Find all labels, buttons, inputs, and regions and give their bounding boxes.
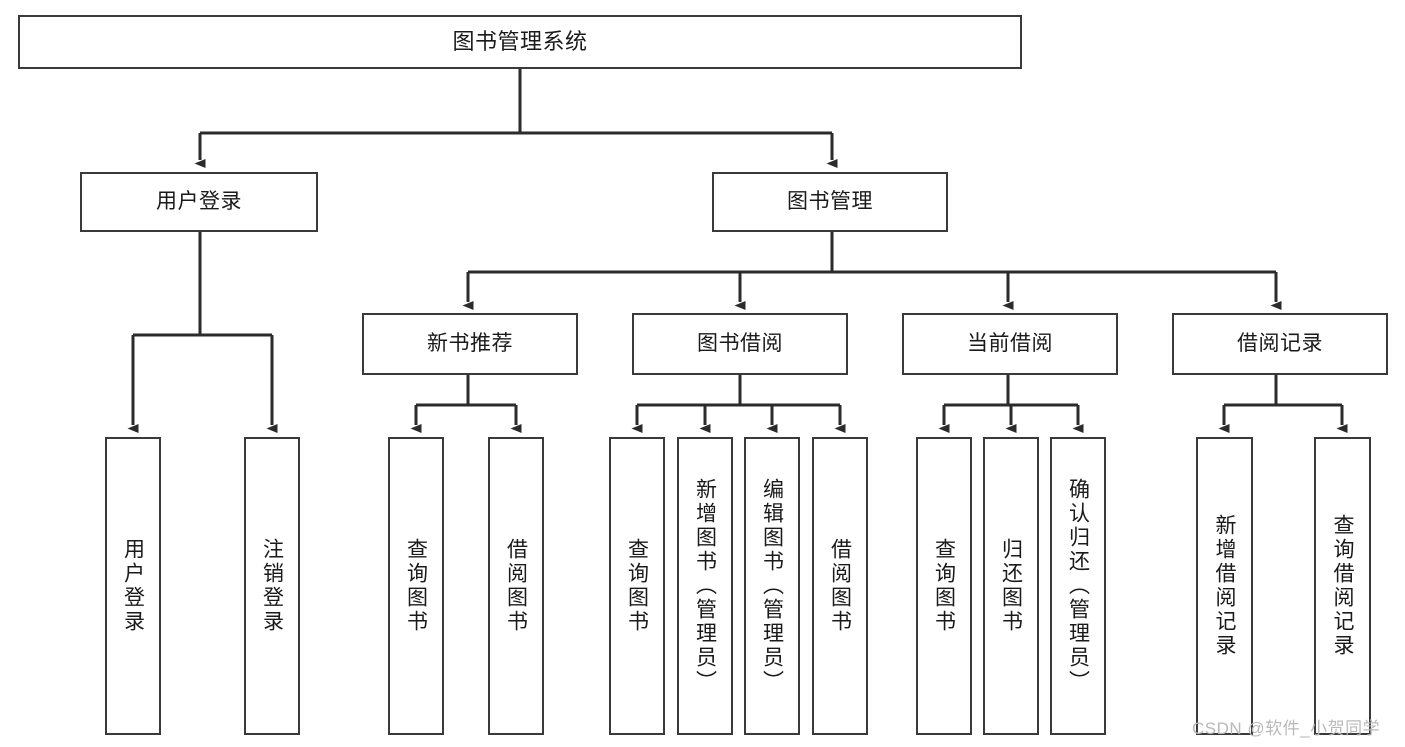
leaf-borrow-add-book-admin[interactable]: 新增图书（管理员） [677, 437, 733, 735]
leaf-new-borrow-book[interactable]: 借阅图书 [488, 437, 544, 735]
leaf-borrow-add-book-admin-label: 新增图书（管理员） [693, 478, 717, 694]
node-current-borrow-label: 当前借阅 [967, 331, 1053, 355]
node-borrow-record-label: 借阅记录 [1237, 331, 1323, 355]
leaf-borrow-edit-book-admin-label: 编辑图书（管理员） [760, 478, 784, 694]
leaf-current-confirm-return-admin-label: 确认归还（管理员） [1066, 478, 1090, 694]
leaf-borrow-edit-book-admin[interactable]: 编辑图书（管理员） [744, 437, 800, 735]
leaf-current-confirm-return-admin[interactable]: 确认归还（管理员） [1050, 437, 1106, 735]
leaf-user-logout[interactable]: 注销登录 [244, 437, 300, 735]
leaf-new-query-book-label: 查询图书 [404, 538, 428, 634]
leaf-current-query-book[interactable]: 查询图书 [916, 437, 972, 735]
leaf-record-add-record[interactable]: 新增借阅记录 [1196, 437, 1253, 735]
node-new-book-recommend[interactable]: 新书推荐 [362, 313, 578, 375]
node-user-login-label: 用户登录 [156, 189, 242, 213]
leaf-new-query-book[interactable]: 查询图书 [388, 437, 444, 735]
leaf-user-logout-label: 注销登录 [260, 538, 284, 634]
leaf-borrow-query-book-label: 查询图书 [625, 538, 649, 634]
node-book-management[interactable]: 图书管理 [712, 172, 948, 232]
node-new-book-recommend-label: 新书推荐 [427, 331, 513, 355]
leaf-record-query-record-label: 查询借阅记录 [1331, 514, 1354, 658]
leaf-record-add-record-label: 新增借阅记录 [1213, 514, 1236, 658]
node-book-borrow[interactable]: 图书借阅 [632, 313, 848, 375]
leaf-current-query-book-label: 查询图书 [932, 538, 956, 634]
node-root-label: 图书管理系统 [452, 29, 588, 55]
node-book-management-label: 图书管理 [787, 189, 873, 213]
csdn-watermark: CSDN @软件_小贺同学 [1192, 719, 1381, 738]
leaf-borrow-query-book[interactable]: 查询图书 [609, 437, 665, 735]
leaf-user-login[interactable]: 用户登录 [105, 437, 161, 735]
node-root[interactable]: 图书管理系统 [18, 15, 1022, 69]
node-user-login[interactable]: 用户登录 [80, 172, 318, 232]
node-book-borrow-label: 图书借阅 [697, 331, 783, 355]
leaf-new-borrow-book-label: 借阅图书 [504, 538, 528, 634]
leaf-borrow-lend-book[interactable]: 借阅图书 [812, 437, 868, 735]
node-current-borrow[interactable]: 当前借阅 [902, 313, 1118, 375]
leaf-record-query-record[interactable]: 查询借阅记录 [1314, 437, 1371, 735]
leaf-current-return-book-label: 归还图书 [999, 538, 1023, 634]
leaf-user-login-label: 用户登录 [121, 538, 145, 634]
leaf-current-return-book[interactable]: 归还图书 [983, 437, 1039, 735]
node-borrow-record[interactable]: 借阅记录 [1172, 313, 1388, 375]
leaf-borrow-lend-book-label: 借阅图书 [828, 538, 852, 634]
